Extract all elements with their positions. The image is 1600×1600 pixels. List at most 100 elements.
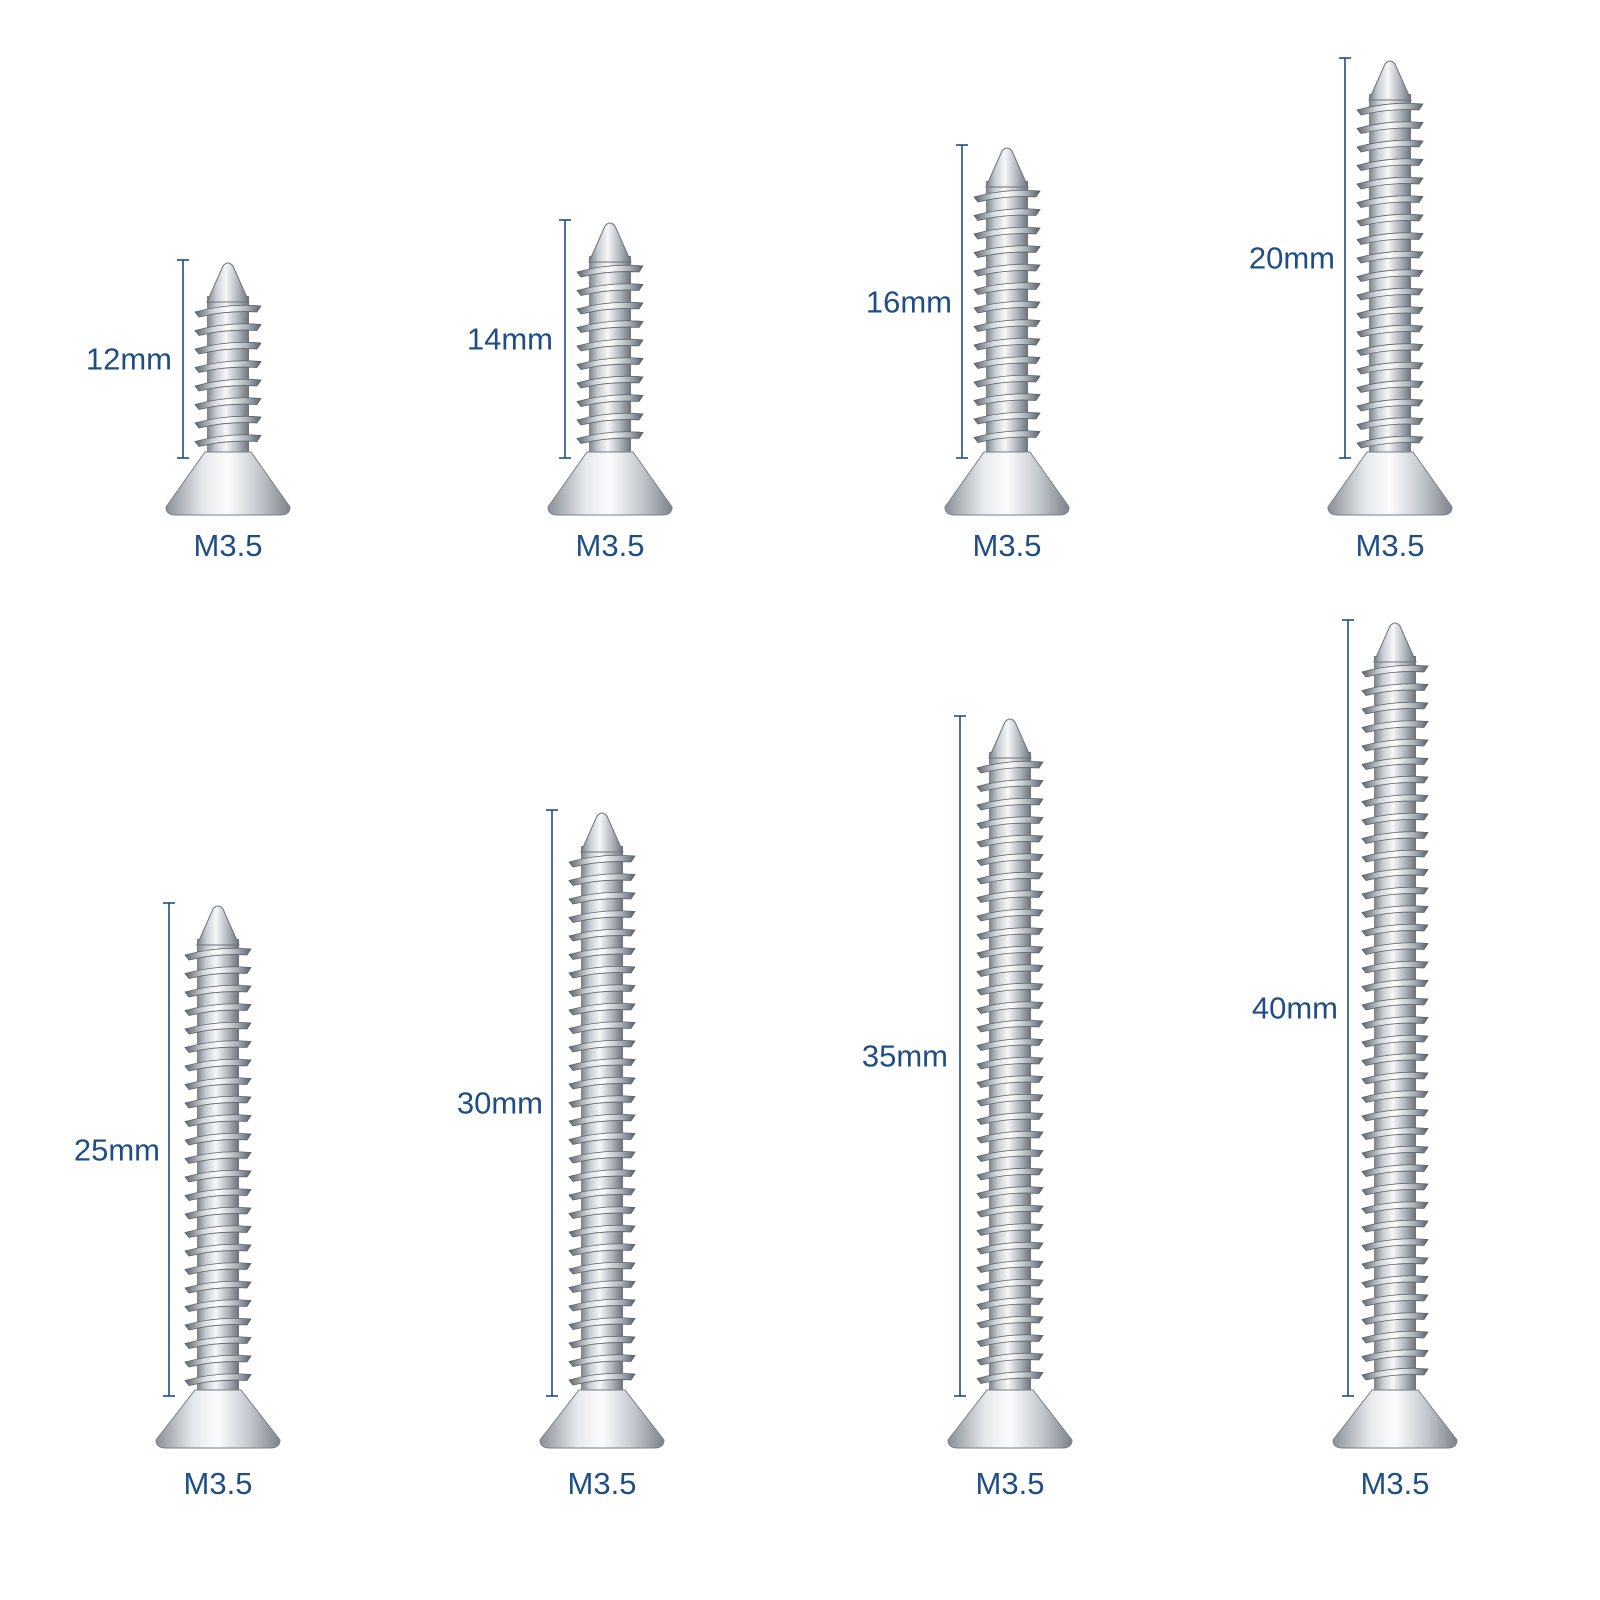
thread-crest [976,1241,1044,1255]
thread-crest [576,338,644,352]
thread-crest [976,1019,1044,1033]
thread-crest [184,1299,252,1312]
thread-crest [1361,1182,1429,1196]
thread-crest [194,304,262,318]
thread-crest [1361,1016,1429,1029]
thread-crest [976,982,1044,996]
thread-crest [194,378,262,392]
thread-crest [1361,1275,1429,1288]
thread-crest [568,1298,636,1312]
screw-20mm [1327,57,1453,516]
thread-crest [976,1334,1044,1347]
thread-crest [1361,701,1429,715]
thread-crest [976,1278,1044,1292]
screw-14mm [547,219,673,516]
thread-crest [194,360,262,373]
thread-crest [973,430,1041,443]
thread-crest [976,760,1044,774]
screw-tip [1368,60,1412,101]
thread-crest [976,1204,1044,1218]
thread-crest [976,1297,1044,1310]
thread-crest [568,1317,636,1330]
thread-crest [973,374,1041,388]
thread-crest [976,1371,1044,1384]
size-label: M3.5 [567,1466,637,1501]
thread-crest [568,928,636,942]
thread-crest [973,300,1041,314]
size-label: M3.5 [183,1466,253,1501]
thread-crest [1361,923,1429,937]
thread-crest [976,1352,1044,1366]
length-label: 16mm [865,284,952,319]
thread-crest [1361,1238,1429,1251]
screw-40mm [1332,619,1458,1449]
thread-crest [184,1132,252,1146]
thread-crest [1361,1219,1429,1233]
thread-crest [1356,139,1424,153]
thread-crest [1356,250,1424,264]
thread-crest [576,264,644,278]
thread-crest [1361,1053,1429,1066]
thread-crest [576,320,644,333]
thread-crest [973,263,1041,277]
size-label: M3.5 [1360,1466,1430,1501]
thread-crest [576,357,644,370]
thread-crest [1356,361,1424,375]
screw-16mm [944,144,1070,516]
thread-crest [568,854,636,868]
size-label: M3.5 [193,528,263,563]
thread-crest [1361,1330,1429,1344]
thread-crest [973,189,1041,203]
thread-crest [576,431,644,444]
thread-crest [976,1130,1044,1144]
thread-crest [184,1077,252,1090]
screw-30mm [539,809,665,1449]
thread-crest [976,1056,1044,1070]
thread-crest [1361,1164,1429,1177]
thread-crest [184,1206,252,1220]
thread-crest [1361,1256,1429,1270]
thread-crest [973,393,1041,406]
thread-crest [184,1336,252,1349]
thread-crest [973,356,1041,369]
thread-crest [576,301,644,315]
screw-tip [588,222,632,263]
thread-crest [1356,121,1424,134]
thread-crest [568,1280,636,1293]
thread-crest [184,1262,252,1275]
thread-crest [194,397,262,410]
thread-crest [976,816,1044,829]
length-label: 25mm [73,1132,160,1167]
thread-crest [184,1151,252,1164]
thread-crest [184,1354,252,1368]
thread-crest [1361,1201,1429,1214]
thread-crest [976,1167,1044,1181]
thread-crest [568,1113,636,1127]
thread-crest [1361,886,1429,900]
thread-crest [1361,1071,1429,1085]
thread-crest [973,282,1041,295]
thread-crest [184,984,252,998]
thread-crest [1356,213,1424,227]
thread-crest [1361,1349,1429,1362]
thread-crest [568,1039,636,1053]
thread-crest [973,411,1041,425]
thread-crest [568,1095,636,1108]
thread-crest [1356,158,1424,171]
thread-crest [976,1038,1044,1051]
thread-crest [184,947,252,961]
thread-crest [1361,1312,1429,1325]
thread-crest [568,1187,636,1201]
thread-crest [568,1150,636,1164]
thread-crest [1361,1127,1429,1140]
thread-crest [1361,942,1429,955]
thread-crest [973,208,1041,221]
thread-crest [568,965,636,979]
thread-crest [568,1243,636,1256]
screw-tip [580,812,624,853]
thread-crest [568,873,636,886]
thread-crest [976,779,1044,792]
thread-crest [976,1315,1044,1329]
thread-crest [1361,738,1429,752]
thread-crest [568,984,636,997]
